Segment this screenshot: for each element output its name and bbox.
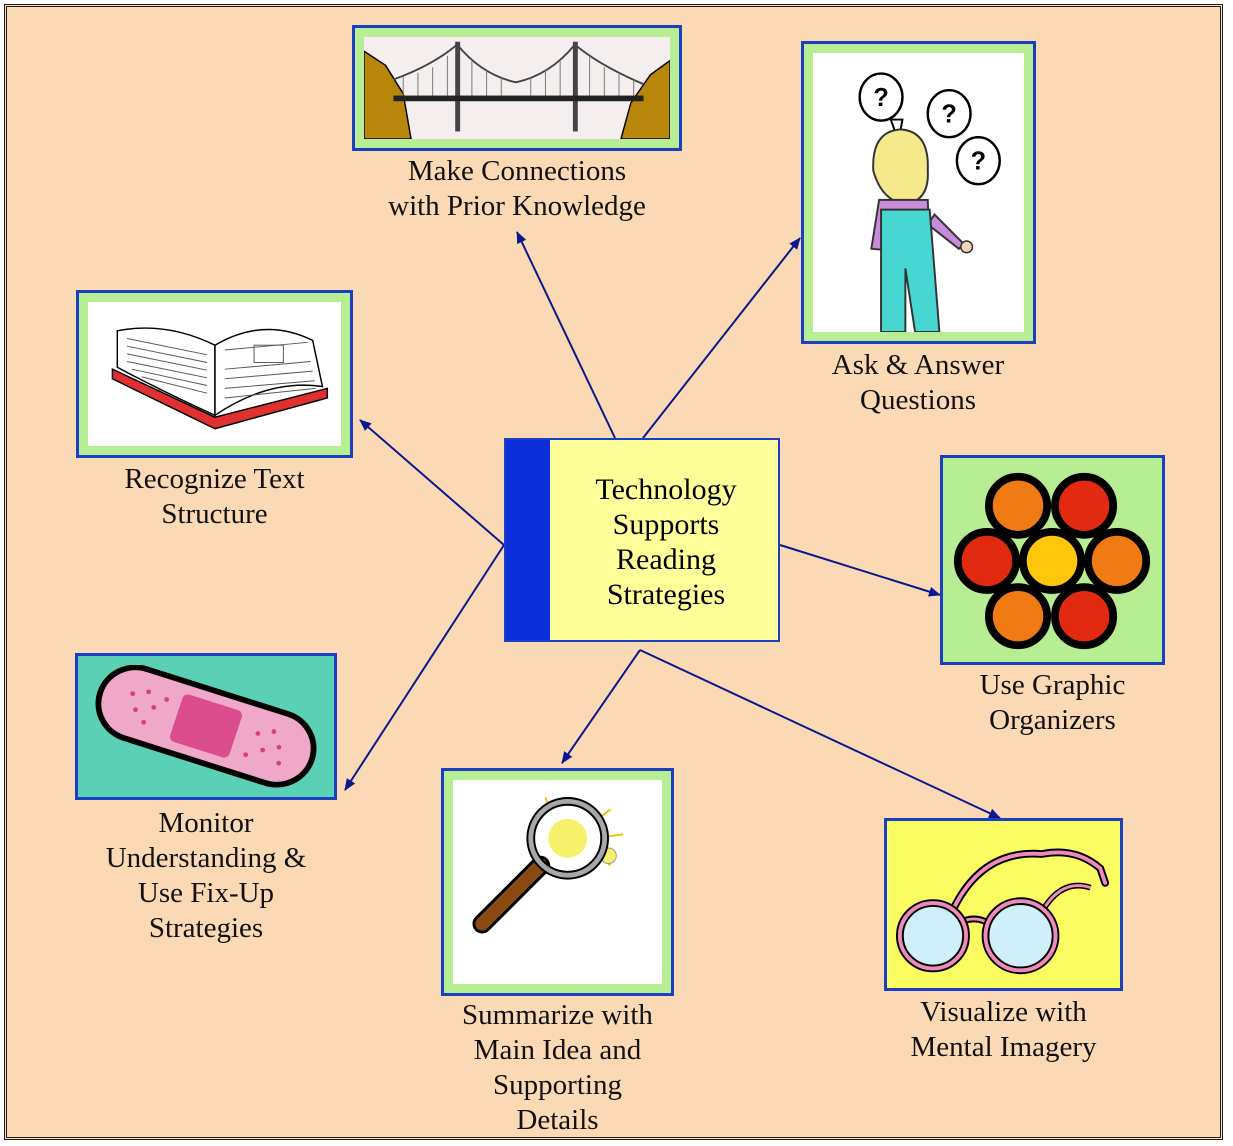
label-line: Understanding &	[105, 842, 307, 874]
center-accent-bar	[506, 440, 550, 640]
monitor-card	[75, 653, 337, 800]
center-line: Reading	[616, 543, 716, 576]
glasses-icon	[896, 848, 1110, 975]
label-line: Ask & Answer	[831, 349, 1005, 381]
label-line: with Prior Knowledge	[388, 190, 646, 222]
summarize-card	[441, 768, 674, 996]
svg-text:?: ?	[873, 84, 888, 112]
text-structure-card	[76, 290, 353, 458]
label-line: Visualize with	[920, 996, 1087, 1028]
label-line: Questions	[860, 384, 976, 416]
arrow-to-organizers	[779, 544, 941, 597]
monitor-label: Monitor Understanding & Use Fix-Up Strat…	[60, 806, 352, 946]
arrow-to-text-structure	[359, 419, 505, 546]
center-line: Technology	[595, 473, 737, 506]
label-line: Recognize Text	[124, 463, 305, 495]
bandage-icon	[95, 665, 317, 788]
center-line: Supports	[612, 508, 720, 541]
open-book-icon	[88, 302, 341, 446]
text-structure-label: Recognize Text Structure	[76, 462, 353, 532]
center-topic-box: Technology Supports Reading Strategies	[504, 438, 780, 642]
label-line: Strategies	[148, 912, 264, 944]
connections-label: Make Connections with Prior Knowledge	[352, 154, 682, 224]
summarize-label: Summarize with Main Idea and Supporting …	[420, 998, 695, 1138]
questions-label: Ask & Answer Questions	[780, 348, 1056, 418]
magnifier-icon	[453, 780, 662, 984]
svg-text:?: ?	[941, 100, 956, 128]
label-line: Monitor	[158, 807, 254, 839]
label-line: Mental Imagery	[910, 1031, 1097, 1063]
svg-text:?: ?	[971, 147, 986, 175]
visualize-label: Visualize with Mental Imagery	[866, 995, 1141, 1065]
organizers-card	[940, 455, 1165, 665]
questions-card: ???	[801, 41, 1036, 344]
arrow-to-questions	[642, 237, 801, 439]
connections-card	[352, 25, 682, 151]
circle-cluster-icon	[953, 472, 1151, 650]
label-line: Summarize with	[462, 999, 653, 1031]
arrow-to-connections	[516, 231, 616, 439]
center-line: Strategies	[606, 578, 726, 611]
visualize-card	[884, 818, 1123, 991]
label-line: Organizers	[989, 704, 1116, 736]
label-line: Use Fix-Up	[137, 877, 275, 909]
arrow-to-visualize	[639, 649, 1001, 819]
label-line: Main Idea and	[473, 1034, 642, 1066]
label-line: Supporting	[493, 1069, 622, 1101]
label-line: Make Connections	[407, 155, 627, 187]
organizers-label: Use Graphic Organizers	[920, 668, 1185, 738]
label-line: Use Graphic	[979, 669, 1126, 701]
question-girl-icon: ???	[813, 53, 1024, 332]
label-line: Details	[516, 1104, 599, 1136]
bridge-icon	[364, 37, 670, 139]
center-topic-text: Technology Supports Reading Strategies	[554, 472, 778, 612]
arrow-to-monitor	[344, 544, 505, 791]
label-line: Structure	[161, 498, 268, 530]
arrow-to-summarize	[561, 649, 641, 764]
